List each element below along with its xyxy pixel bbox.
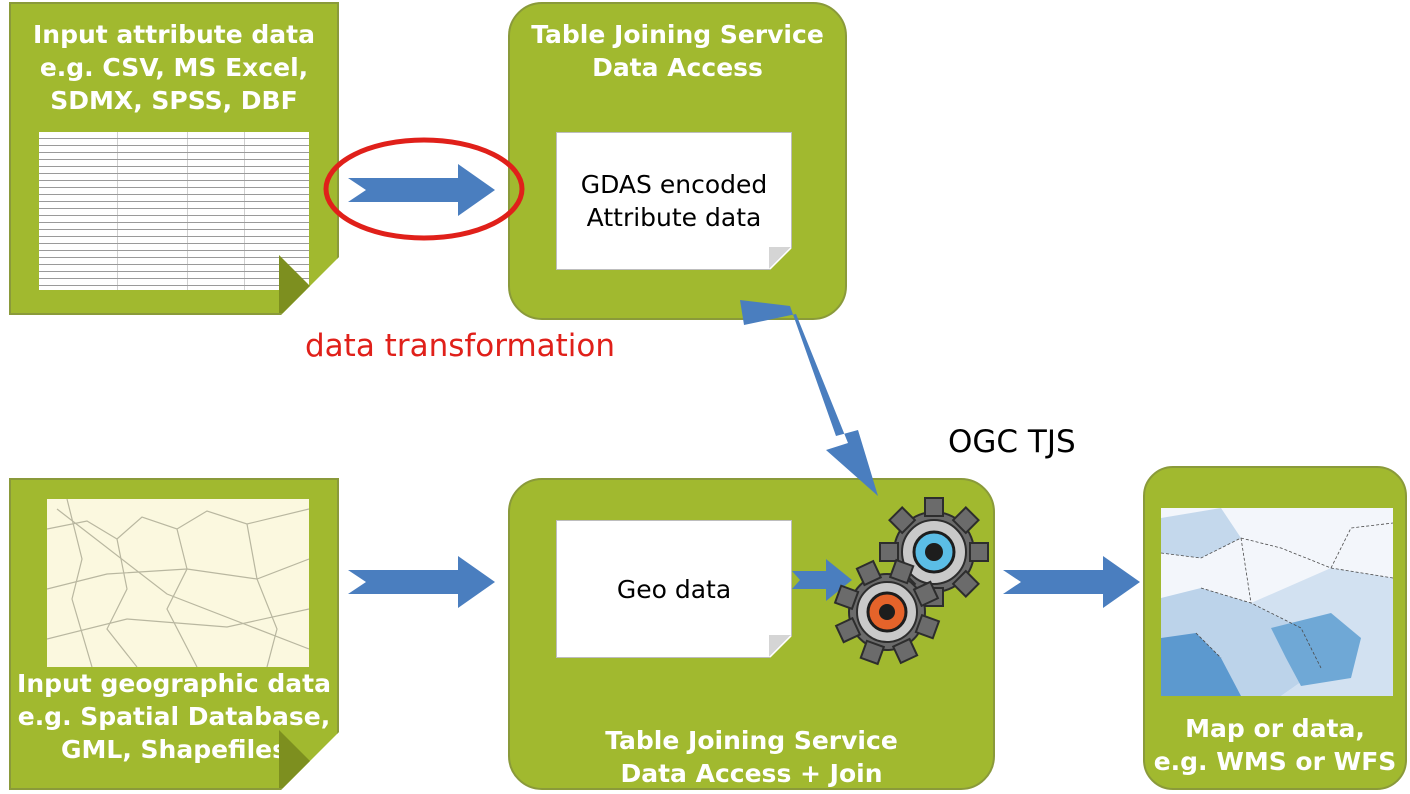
input-attribute-card: Input attribute data e.g. CSV, MS Excel,… [9,2,339,315]
data-transformation-label: data transformation [305,328,616,364]
geo-lines [47,499,309,667]
choropleth-map [1161,508,1393,696]
tjs-data-access-title: Table Joining Service Data Access [531,20,824,82]
output-title: Map or data, e.g. WMS or WFS [1153,714,1397,776]
geo-data-note: Geo data [556,520,792,658]
highlight-ellipse [323,137,525,241]
arrow-geo-to-tjs [348,556,495,608]
output-map-thumbnail [1161,508,1393,696]
input-geographic-title: Input geographic data e.g. Spatial Datab… [17,669,331,764]
arrow-join-to-output [1003,556,1140,608]
arrow-attribute-to-tjs [348,164,495,216]
input-attribute-title: Input attribute data e.g. CSV, MS Excel,… [32,20,315,115]
tjs-data-access-card: Table Joining Service Data Access GDAS e… [508,2,847,320]
geo-map-thumbnail [47,499,309,667]
ogc-tjs-label: OGC TJS [948,424,1076,460]
gdas-note-line-2: Attribute data [586,203,762,232]
tjs-join-title: Table Joining Service Data Access + Join [605,726,898,788]
gear-icon-orange [833,558,941,666]
gdas-note: GDAS encoded Attribute data [556,132,792,270]
spreadsheet-thumbnail [39,132,309,290]
output-card: Map or data, e.g. WMS or WFS [1143,466,1407,790]
input-geographic-card: Input geographic data e.g. Spatial Datab… [9,478,339,790]
arrow-tjs-to-join [740,300,878,496]
arrow-geodata-to-gears [792,559,852,601]
geo-data-note-text: Geo data [616,574,732,604]
gdas-note-line-1: GDAS encoded [580,170,768,199]
